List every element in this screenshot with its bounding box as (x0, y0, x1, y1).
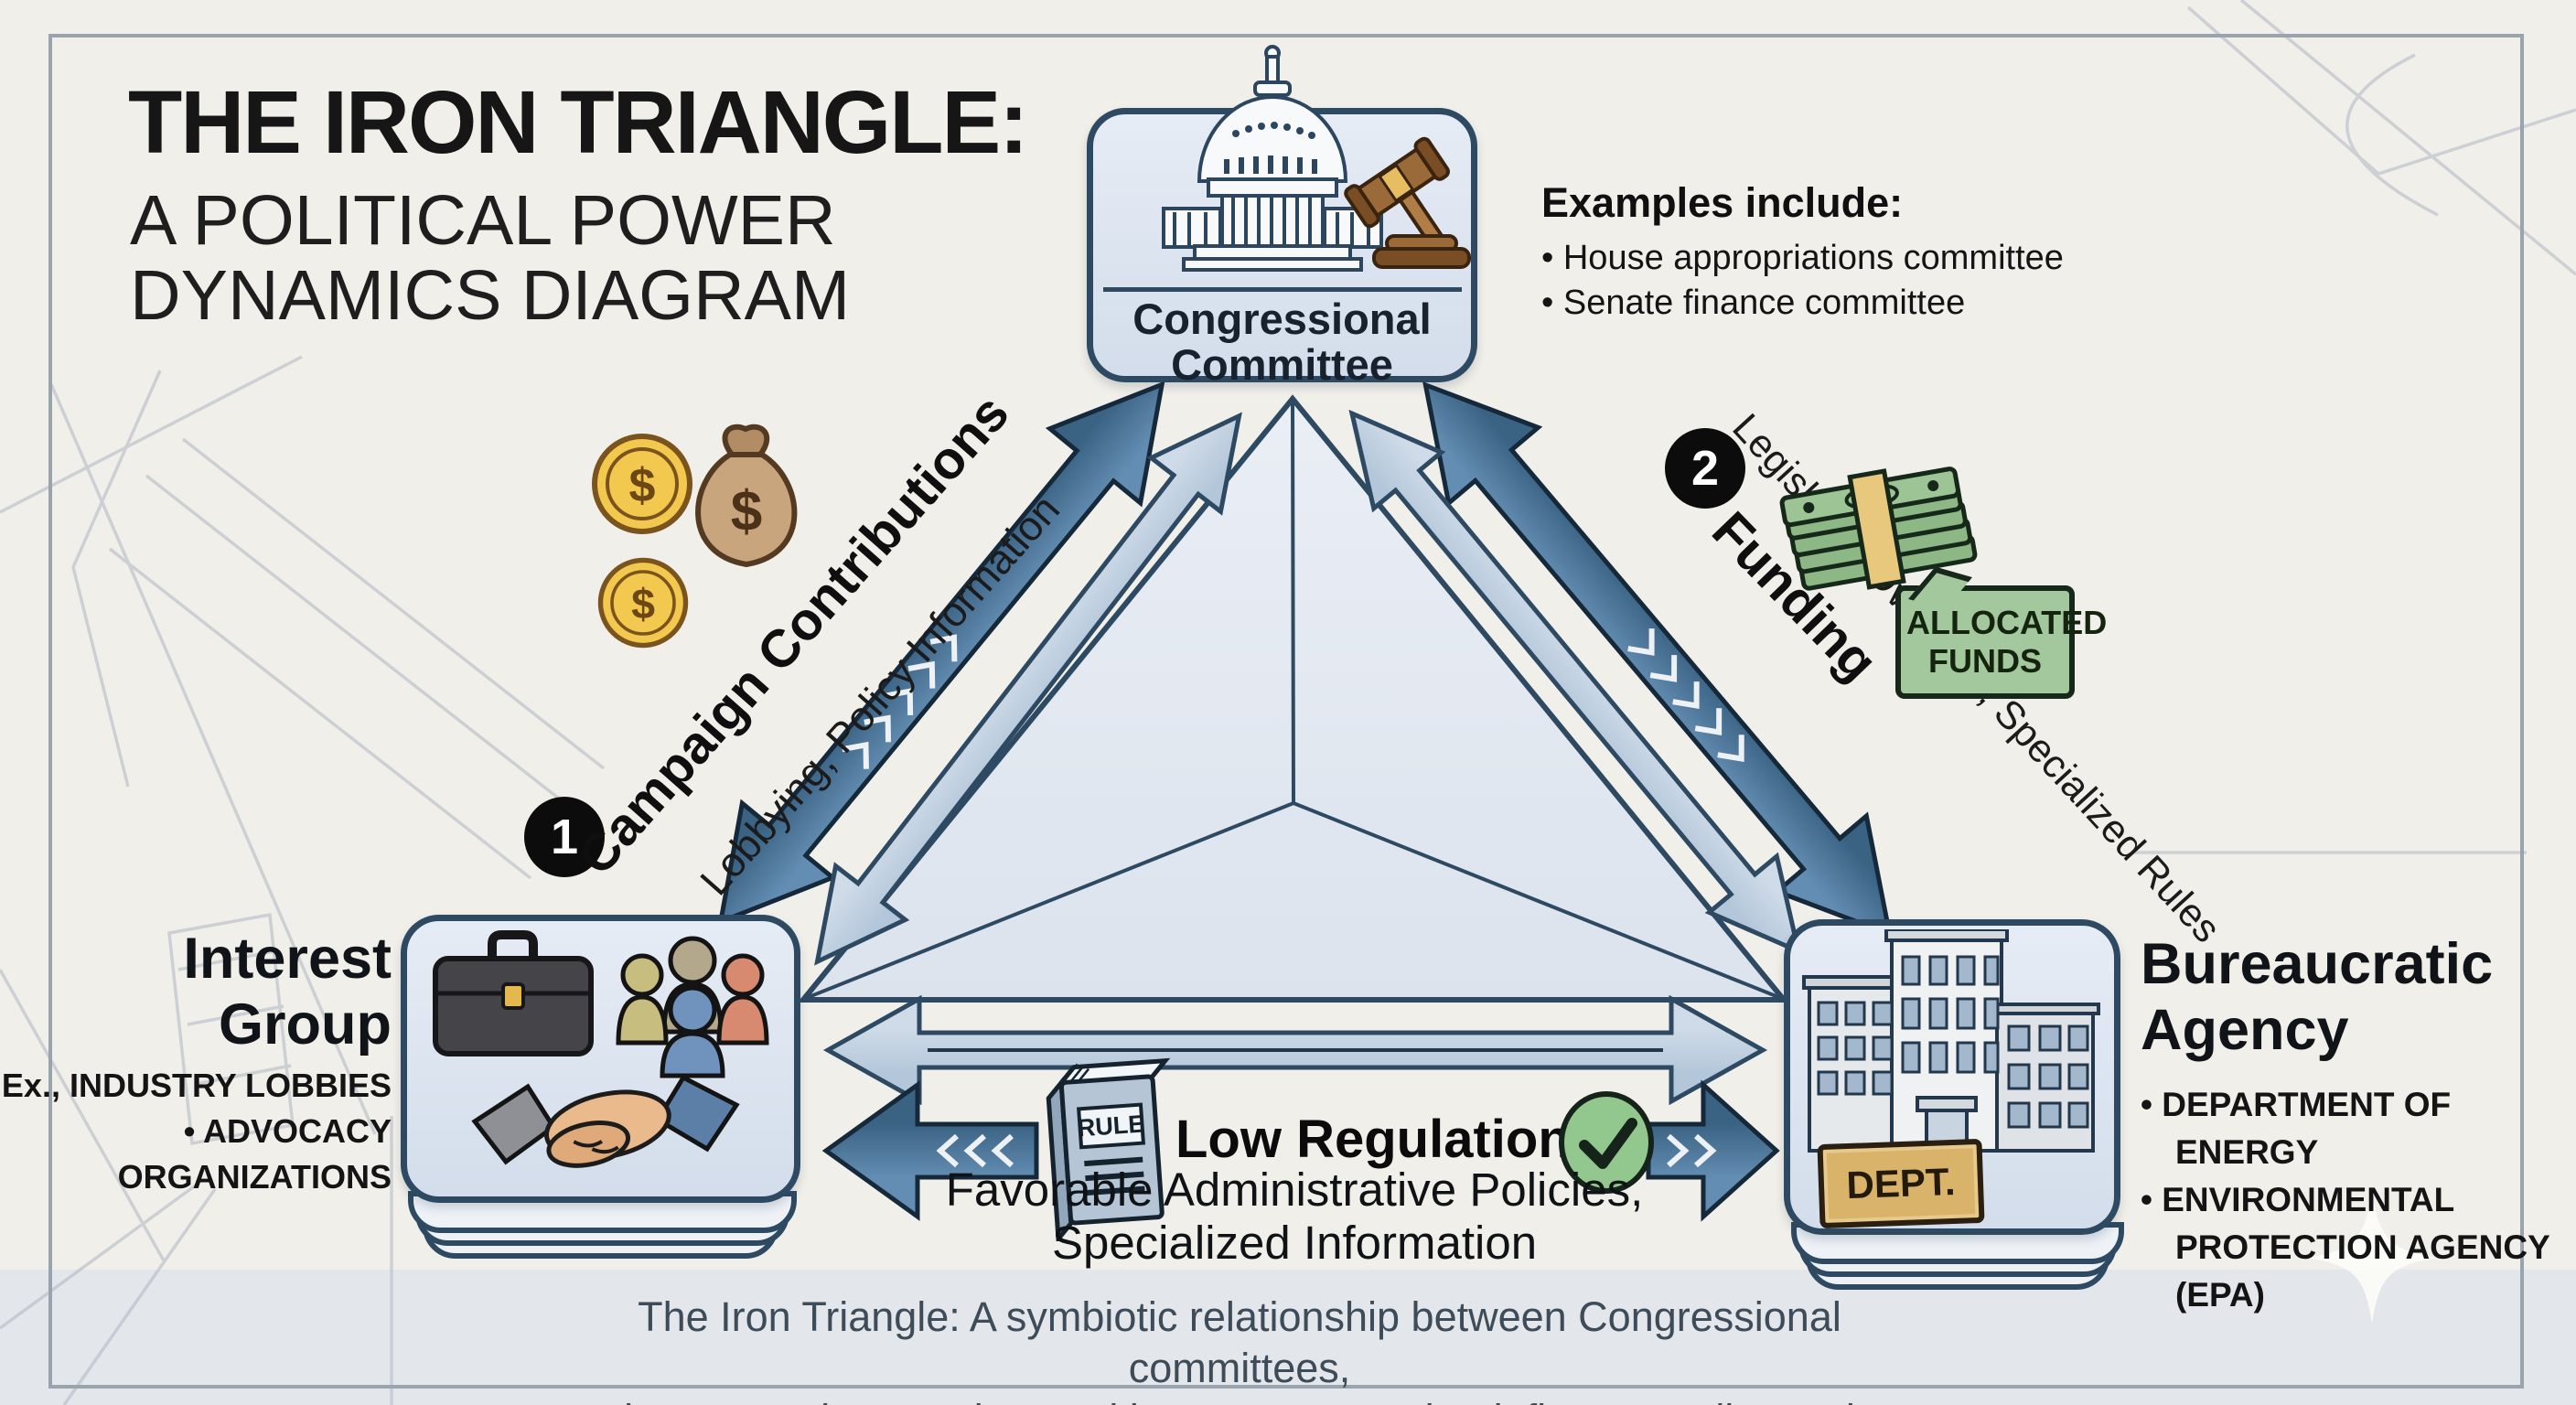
step-1-number: 1 (550, 810, 579, 864)
regulation-sublabel: Favorable Administrative Policies, Speci… (700, 1164, 1889, 1270)
step-2-badge: 2 (1665, 428, 1745, 509)
step-1-badge: 1 (524, 797, 605, 877)
agency-example: • ENVIRONMENTAL PROTECTION AGENCY (EPA) (2141, 1181, 2550, 1314)
svg-text:$: $ (731, 480, 762, 543)
page-title: THE IRON TRIANGLE: (128, 72, 1028, 172)
caption-strip (0, 1270, 2576, 1405)
footer-caption: The Iron Triangle: A symbiotic relations… (549, 1292, 1930, 1405)
interest-group-title-line1: Interest (183, 927, 392, 991)
page-subtitle-line1: A POLITICAL POWER (130, 181, 836, 260)
exchange-arrow-horizontal (822, 994, 1768, 1106)
people-group-icon (604, 931, 782, 1087)
committee-label: Congressional Committee (1087, 296, 1477, 388)
frame-border (48, 34, 2524, 1389)
svg-text:$: $ (631, 580, 655, 627)
coin-icon: $ (596, 556, 690, 654)
committee-label-line2: Committee (1171, 340, 1393, 389)
page-subtitle: A POLITICAL POWER DYNAMICS DIAGRAM (130, 183, 850, 333)
briefcase-icon (428, 926, 597, 1067)
agency-example: • DEPARTMENT OF ENERGY (2141, 1086, 2452, 1171)
bureaucratic-agency-label: Bureaucratic Agency (2141, 931, 2571, 1063)
footer-caption-line2: bureaucratic agencies, and interest grou… (549, 1394, 1930, 1405)
handshake-icon (462, 1050, 750, 1192)
committee-examples-heading: Examples include: (1541, 179, 1904, 226)
agency-title-line1: Bureaucratic (2141, 932, 2494, 996)
sparkle-icon (2306, 1192, 2438, 1324)
lobbying-information-arrow (814, 412, 1242, 966)
committee-example-item: • House appropriations committee (1541, 239, 2064, 277)
government-buildings-icon (1800, 928, 2102, 1163)
svg-text:RULE: RULE (1077, 1110, 1145, 1142)
step-2-number: 2 (1690, 441, 1720, 496)
interest-group-title-line2: Group (219, 992, 392, 1056)
check-icon (1555, 1089, 1658, 1201)
rule-book-icon: RULE (1043, 1054, 1180, 1246)
capitol-icon (1158, 42, 1387, 295)
footer-caption-line1: The Iron Triangle: A symbiotic relations… (638, 1293, 1841, 1391)
interest-group-label: Interest Group (37, 926, 392, 1057)
interest-group-examples: Ex., INDUSTRY LOBBIES • ADVOCACY ORGANIZ… (0, 1063, 392, 1200)
page-subtitle-line2: DYNAMICS DIAGRAM (130, 256, 851, 335)
coin-icon: $ (590, 432, 694, 541)
interest-group-example: Ex., INDUSTRY LOBBIES (1, 1067, 392, 1104)
agency-examples: • DEPARTMENT OF ENERGY • ENVIRONMENTAL P… (2141, 1081, 2561, 1319)
allocated-funds-tag: ALLOCATED FUNDS (1895, 585, 2107, 699)
agency-title-line2: Agency (2141, 998, 2349, 1062)
committee-example-item: • Senate finance committee (1541, 284, 1966, 322)
low-regulation-arrow-left (821, 1080, 1039, 1221)
committee-label-line1: Congressional (1132, 295, 1432, 343)
svg-text:$: $ (629, 459, 656, 512)
committee-divider (1103, 287, 1462, 292)
money-bag-icon: $ (675, 416, 817, 581)
campaign-contributions-arrow (717, 381, 1165, 926)
committee-examples: Examples include: • House appropriations… (1541, 179, 2145, 326)
money-stack-icon (1767, 438, 2001, 623)
iron-triangle-shape (797, 394, 1790, 1003)
regulation-sublabel-line2: Specialized Information (1051, 1217, 1538, 1269)
gavel-icon (1315, 128, 1485, 288)
low-regulation-label: Low Regulation (1175, 1110, 1571, 1169)
interest-group-example: • ADVOCACY ORGANIZATIONS (117, 1112, 392, 1196)
regulation-sublabel-line1: Favorable Administrative Policies, (945, 1164, 1644, 1216)
